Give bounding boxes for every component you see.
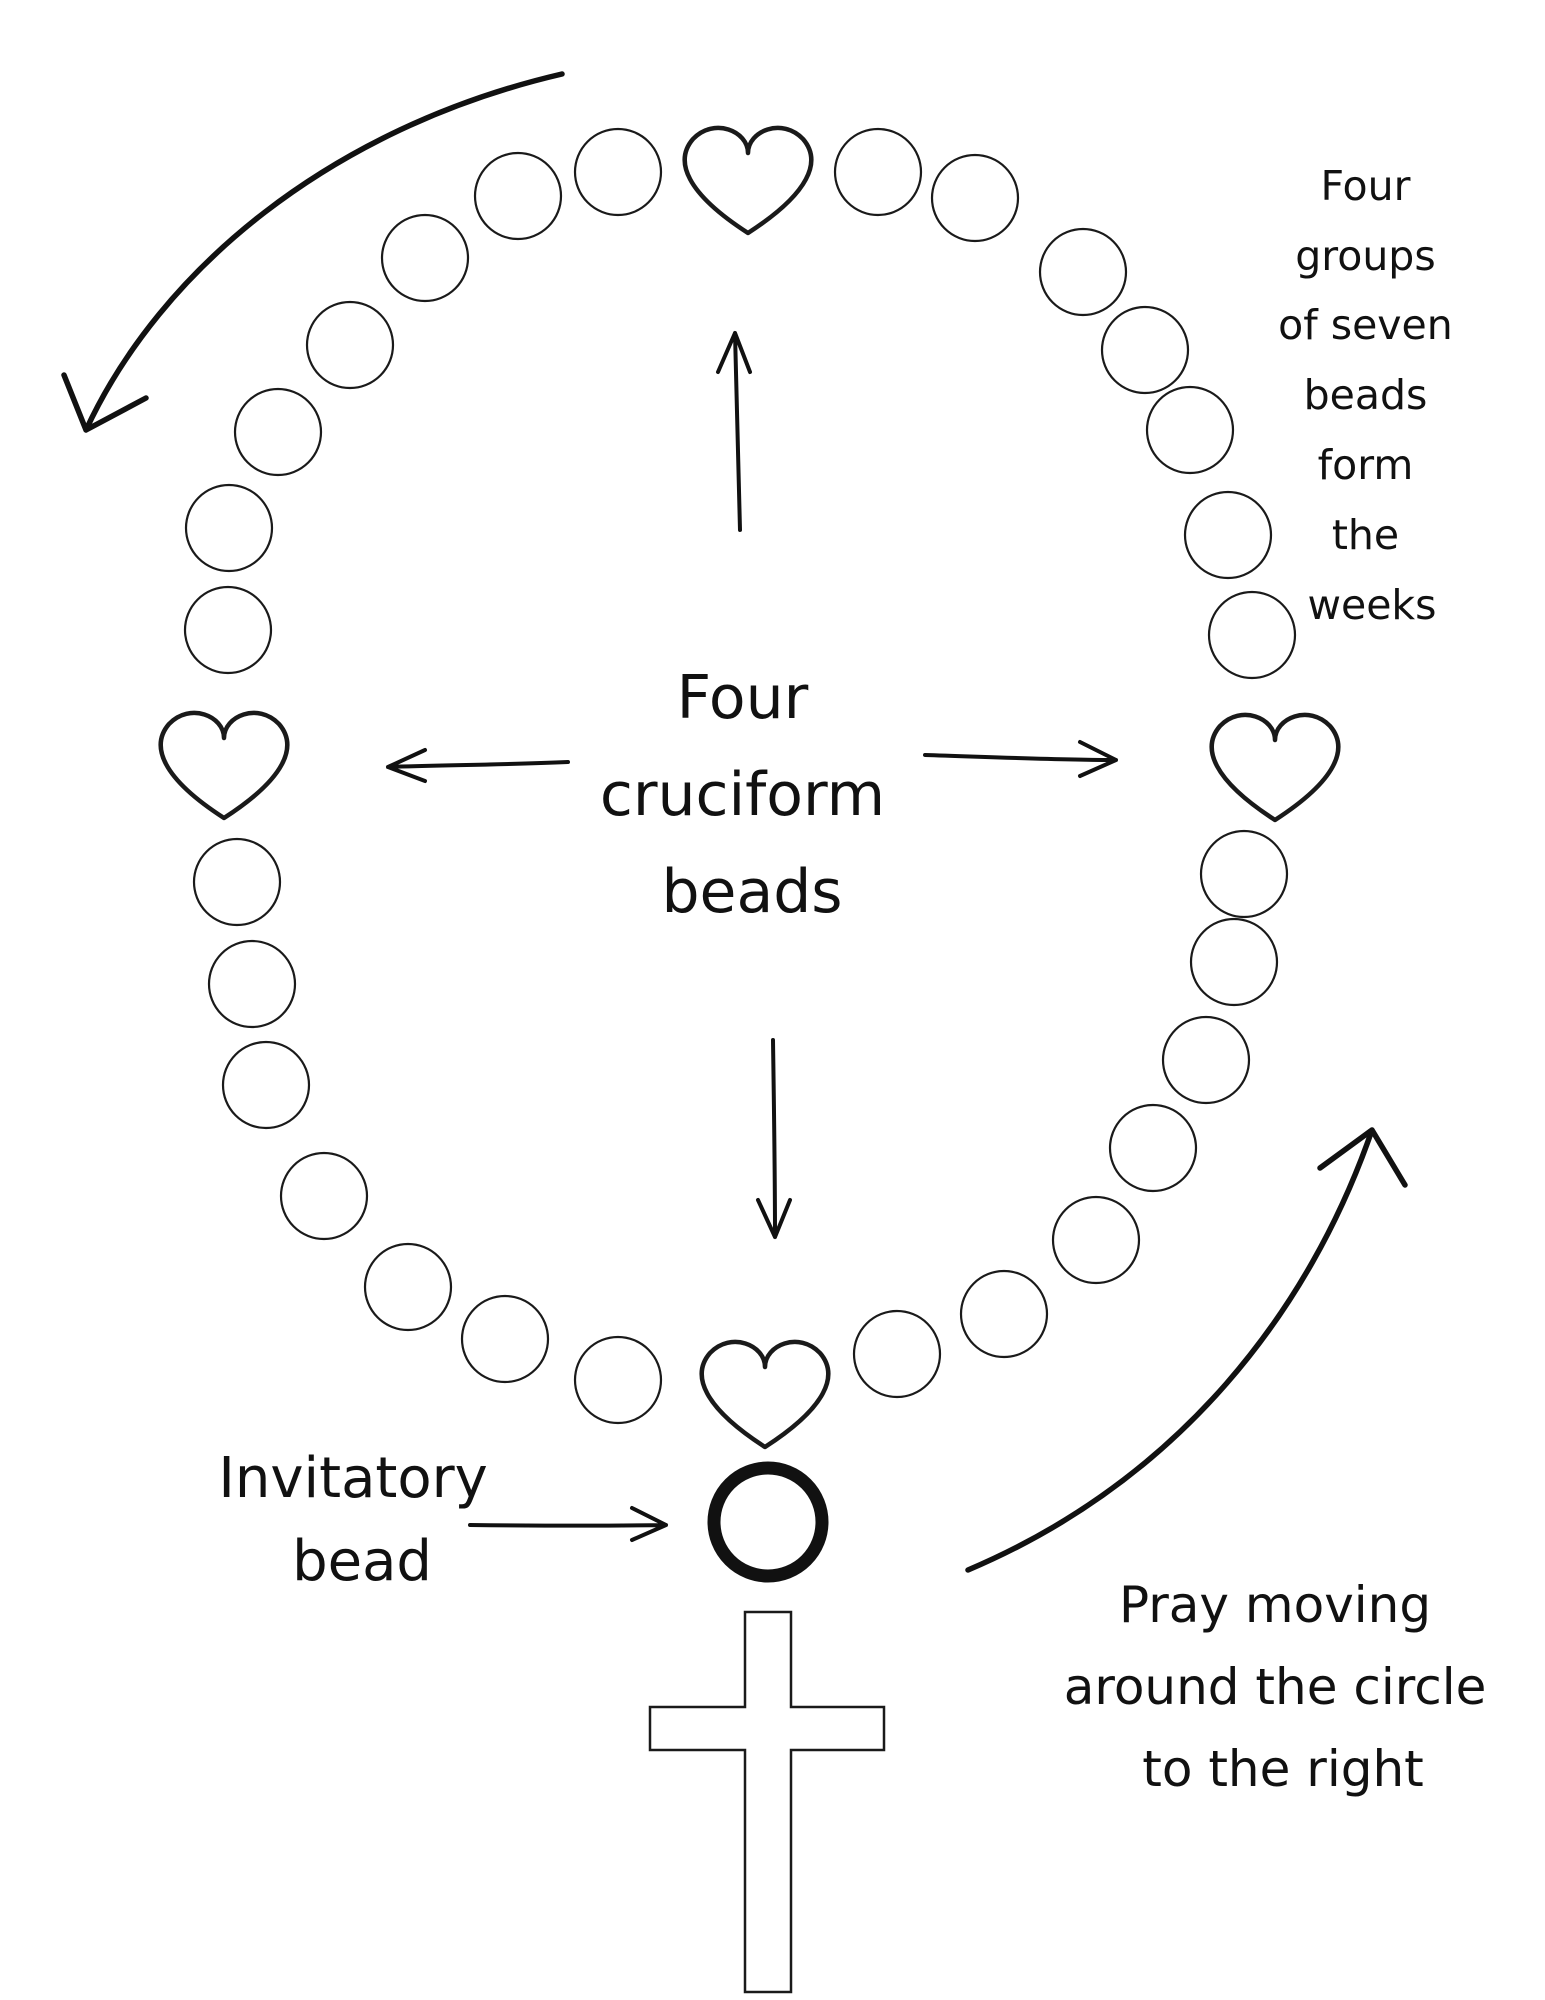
bead [959, 1269, 1049, 1359]
bead [183, 585, 273, 675]
bead [1189, 917, 1279, 1007]
bead [833, 127, 923, 217]
curved-arrow-top-left-icon [61, 71, 565, 433]
bead [305, 300, 395, 390]
bead [207, 939, 297, 1029]
direction-label-line: Pray moving [1119, 1576, 1431, 1634]
bead [1038, 227, 1128, 317]
bead [1051, 1195, 1141, 1285]
bead [1161, 1015, 1251, 1105]
cruciform-bead-left-icon [161, 713, 288, 818]
cross-icon [648, 1610, 886, 1994]
arrow-invitatory-icon [468, 1506, 668, 1542]
center-label-line: beads [661, 857, 842, 927]
bead [380, 213, 470, 303]
center-arrows [386, 331, 1118, 1542]
weeks-label-line: form [1318, 441, 1414, 489]
direction-label-line: around the circle [1064, 1658, 1487, 1716]
cruciform-bead-top-icon [685, 128, 812, 233]
direction-label-line: to the right [1142, 1740, 1424, 1798]
bead [192, 837, 282, 927]
bead [279, 1151, 369, 1241]
bead [1145, 385, 1235, 475]
direction-label: Pray moving around the circle to the rig… [1064, 1576, 1503, 1798]
bead [473, 151, 563, 241]
bead [852, 1309, 942, 1399]
arrow-down-icon [756, 1038, 792, 1239]
bead [184, 483, 274, 573]
invitatory-bead [707, 1461, 829, 1583]
cruciform-bead-bottom-icon [702, 1342, 829, 1447]
arrow-right-icon [923, 740, 1118, 778]
bead-ring [183, 127, 1297, 1425]
center-label-line: cruciform [600, 760, 885, 830]
bead [221, 1040, 311, 1130]
arrow-up-icon [716, 331, 752, 532]
bead [1207, 590, 1297, 680]
weeks-label-line: of seven [1278, 301, 1453, 349]
bead [1199, 829, 1289, 919]
weeks-label-line: weeks [1307, 581, 1436, 629]
curved-arrow-bottom-right-icon [965, 1127, 1408, 1573]
arrow-left-icon [386, 748, 570, 783]
weeks-label-line: Four [1320, 162, 1410, 210]
bead [573, 127, 663, 217]
bead [1100, 305, 1190, 395]
bead [1183, 490, 1273, 580]
invitatory-label-line: Invitatory [218, 1446, 487, 1511]
bead [573, 1335, 663, 1425]
weeks-label-line: the [1332, 511, 1399, 559]
bead [930, 153, 1020, 243]
bead [233, 387, 323, 477]
invitatory-label-line: bead [292, 1529, 432, 1594]
center-label: Four cruciform beads [600, 663, 904, 927]
weeks-label: Four groups of seven beads form the week… [1278, 162, 1466, 629]
invitatory-label: Invitatory bead [218, 1446, 505, 1594]
weeks-label-line: groups [1295, 232, 1435, 280]
bead [1108, 1103, 1198, 1193]
cruciform-bead-right-icon [1212, 715, 1339, 820]
weeks-label-line: beads [1304, 371, 1428, 419]
center-label-line: Four [677, 663, 809, 733]
bead [460, 1294, 550, 1384]
bead [363, 1242, 453, 1332]
